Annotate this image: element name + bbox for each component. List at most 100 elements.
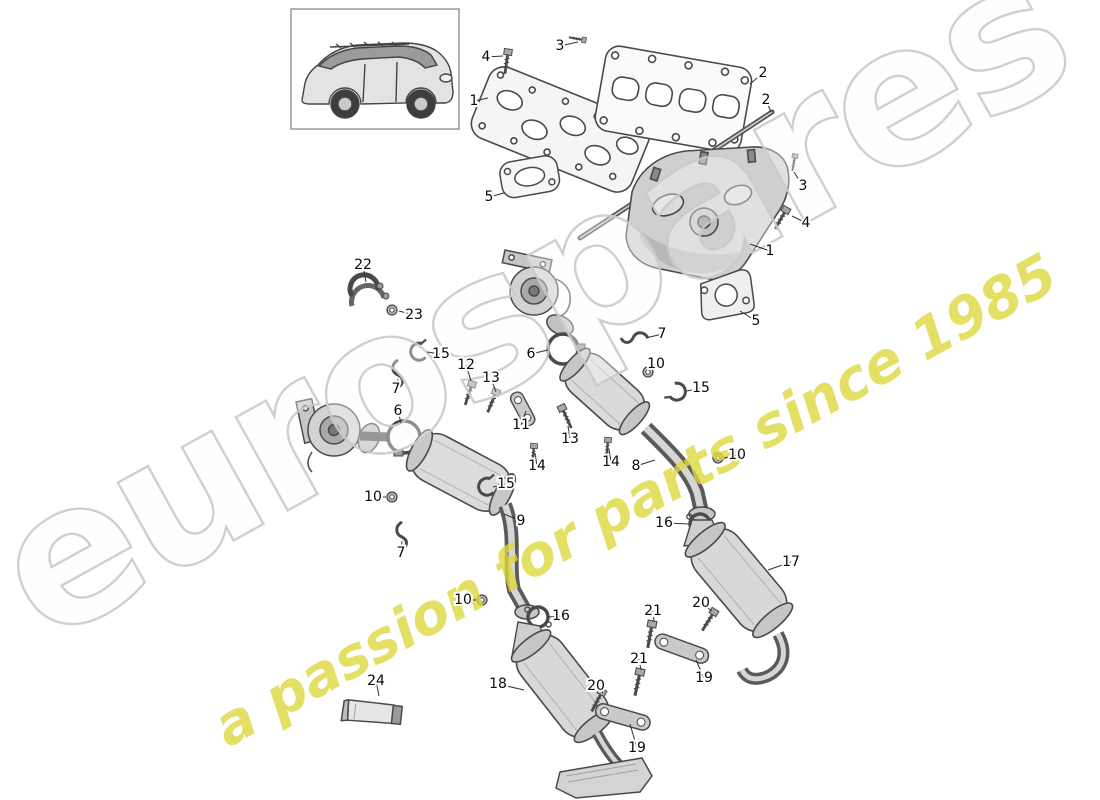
part-callout-7: 7 (392, 381, 401, 397)
car-illustration (301, 41, 454, 119)
callout-leader (723, 454, 738, 459)
part-callout-3: 3 (556, 38, 565, 54)
bolt-21-bottom (629, 666, 647, 699)
callout-leader (375, 680, 380, 697)
part-callout-3: 3 (799, 178, 808, 194)
callout-leader (559, 41, 579, 47)
callout-leader (645, 333, 663, 339)
part-callout-8: 8 (632, 458, 641, 474)
part-callout-24: 24 (367, 673, 385, 689)
rear-catalyst-right (683, 519, 794, 685)
part-callout-6: 6 (394, 403, 403, 419)
clamp-15-b (662, 378, 690, 406)
callout-leader (767, 561, 792, 571)
turbocharger-left (295, 397, 389, 473)
part-callout-7: 7 (397, 545, 406, 561)
callout-leader (739, 310, 757, 322)
part-callout-14: 14 (602, 454, 620, 470)
callout-leader (465, 364, 472, 382)
turbocharger-right (501, 249, 574, 336)
part-callout-17: 17 (782, 554, 800, 570)
drawing-layer (290, 8, 800, 799)
part-callout-10: 10 (728, 447, 746, 463)
part-callout-21: 21 (630, 651, 648, 667)
part-callout-16: 16 (655, 515, 673, 531)
callout-leader (595, 685, 604, 694)
part-callout-18: 18 (489, 676, 507, 692)
callout-leader (765, 99, 772, 113)
callout-leader (695, 659, 705, 679)
bolt-20-right (697, 605, 721, 635)
link-bracket-19-bottom (594, 703, 651, 731)
part-callout-11: 11 (512, 417, 530, 433)
part-callout-13: 13 (561, 431, 579, 447)
callout-leader (485, 55, 504, 58)
callout-leader (497, 683, 525, 691)
part-callout-7: 7 (658, 326, 667, 342)
part-callout-10: 10 (454, 592, 472, 608)
callout-leader (791, 215, 807, 224)
part-callout-15: 15 (497, 476, 515, 492)
part-callout-14: 14 (528, 458, 546, 474)
callout-leader (648, 363, 657, 371)
exhaust-manifold-left (470, 66, 651, 193)
callout-leader (398, 310, 415, 316)
gasket-right (699, 269, 755, 321)
callout-leader (400, 540, 403, 554)
callout-leader (395, 378, 399, 390)
part-callout-19: 19 (695, 670, 713, 686)
part-callout-20: 20 (692, 595, 710, 611)
catalytic-downpipe-right (559, 347, 716, 522)
callout-leader (520, 410, 527, 426)
part-callout-23: 23 (405, 307, 423, 323)
callout-leader (652, 610, 655, 623)
callout-leader (629, 723, 638, 749)
callout-leader (700, 602, 713, 612)
part-callout-21: 21 (644, 603, 662, 619)
callout-leader (503, 513, 522, 522)
part-callout-2: 2 (759, 65, 768, 81)
part-callout-10: 10 (364, 489, 382, 505)
callout-leader (638, 658, 642, 671)
part-callout-9: 9 (517, 513, 526, 529)
part-callout-20: 20 (587, 678, 605, 694)
sealant-tube (340, 698, 404, 726)
holder-bracket-11 (509, 391, 536, 427)
part-callout-4: 4 (802, 215, 811, 231)
callout-leader (534, 452, 538, 467)
exhaust-manifold-right (625, 146, 790, 281)
callout-leader (749, 72, 764, 85)
callout-leader (488, 192, 505, 198)
callout-leader (492, 483, 507, 488)
callout-leader (686, 387, 702, 392)
part-callout-19: 19 (628, 740, 646, 756)
part-callout-22: 22 (354, 257, 372, 273)
part-callout-12: 12 (457, 357, 475, 373)
clamp-assembly-22 (347, 272, 390, 307)
part-callout-4: 4 (482, 49, 491, 65)
callout-leader (362, 264, 367, 283)
callout-leader (426, 351, 442, 355)
part-callout-13: 13 (482, 370, 500, 386)
callout-leader (547, 615, 562, 618)
callout-leader (635, 459, 656, 467)
callout-leader (530, 349, 549, 355)
callout-leader (490, 377, 497, 393)
part-callout-6: 6 (527, 346, 536, 362)
part-callout-15: 15 (432, 346, 450, 362)
part-callout-15: 15 (692, 380, 710, 396)
part-callout-16: 16 (552, 608, 570, 624)
part-callout-5: 5 (485, 189, 494, 205)
bottom-heat-shield (555, 757, 653, 799)
part-callout-1: 1 (766, 243, 775, 259)
part-callout-10: 10 (647, 356, 665, 372)
callout-leader (663, 522, 691, 525)
part-callout-1: 1 (470, 93, 479, 109)
part-callout-5: 5 (752, 313, 761, 329)
part-callout-2: 2 (762, 92, 771, 108)
callout-leader (793, 171, 804, 187)
gasket-left (499, 155, 561, 199)
